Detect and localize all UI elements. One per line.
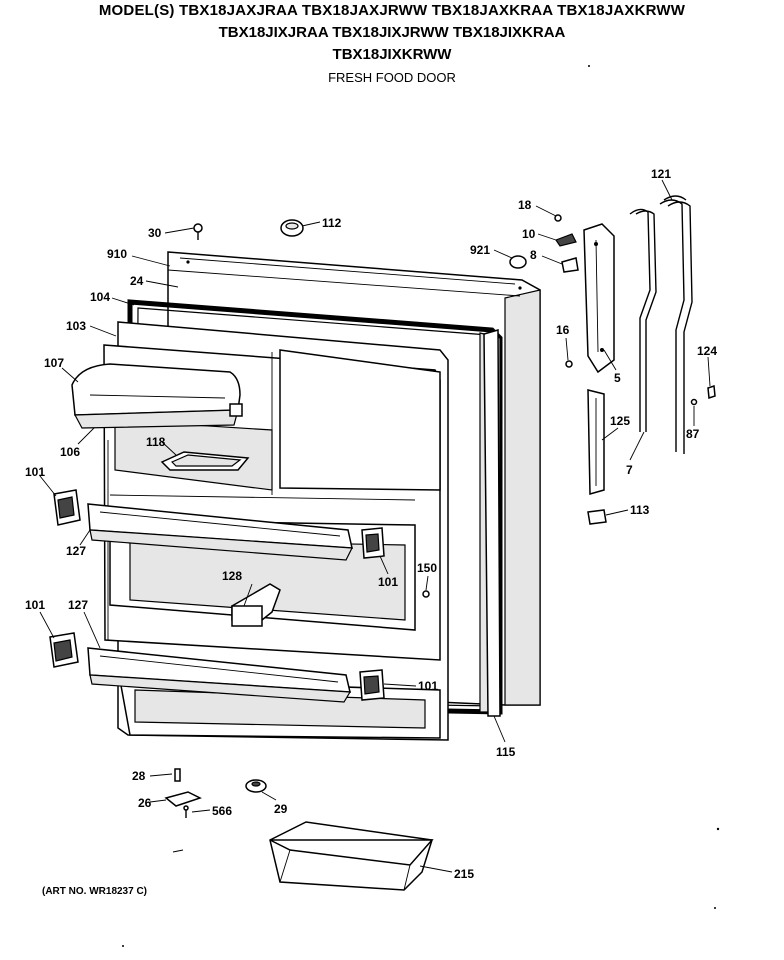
callout-127-lower: 127 [68, 598, 88, 612]
callout-124: 124 [697, 344, 717, 358]
callout-101-right-upper: 101 [378, 575, 398, 589]
callout-87: 87 [686, 427, 700, 441]
handle-rail-121 [659, 195, 693, 454]
shelf-end-cap-left-lower [49, 632, 79, 668]
screw-30 [193, 223, 203, 240]
callout-labels: 30 112 910 24 104 103 107 106 118 101 12… [25, 167, 717, 881]
callout-566: 566 [212, 804, 232, 818]
handle-rail-7 [629, 208, 657, 432]
callout-29: 29 [274, 802, 288, 816]
callout-118: 118 [146, 435, 166, 449]
callout-16: 16 [556, 323, 570, 337]
callout-26: 26 [138, 796, 152, 810]
art-number: (ART NO. WR18237 C) [42, 886, 148, 897]
model-list-line-1: MODEL(S) TBX18JAXJRAA TBX18JAXJRWW TBX18… [98, 2, 686, 19]
callout-115: 115 [496, 745, 516, 759]
callout-106: 106 [60, 445, 80, 459]
callout-113: 113 [630, 503, 650, 517]
callout-921: 921 [470, 243, 490, 257]
callout-103: 103 [66, 319, 86, 333]
hinge-bracket-5 [583, 223, 615, 374]
callout-7: 7 [626, 463, 633, 477]
cap-113 [587, 509, 607, 525]
clip-10 [555, 233, 577, 247]
door-bin-215 [269, 821, 434, 891]
bushing-29 [245, 779, 267, 793]
callout-18: 18 [518, 198, 532, 212]
callout-30: 30 [148, 226, 162, 240]
model-list-line-2: TBX18JIXJRAA TBX18JIXJRWW TBX18JIXKRAA [218, 24, 566, 41]
callout-24: 24 [130, 274, 144, 288]
callout-128: 128 [222, 569, 242, 583]
shelf-end-cap-right-lower [359, 669, 385, 701]
diagram-subtitle: FRESH FOOD DOOR [328, 70, 456, 85]
model-list-line-3: TBX18JIXKRWW [332, 46, 452, 63]
callout-101-right-lower: 101 [418, 679, 438, 693]
screw-87 [690, 398, 698, 406]
callout-5: 5 [614, 371, 621, 385]
shelf-end-cap-left-upper [53, 489, 81, 526]
callout-121: 121 [651, 167, 671, 181]
lower-door-shelf [87, 647, 352, 703]
hinge-plate-26 [164, 791, 202, 807]
pin-28 [174, 768, 181, 782]
callout-104: 104 [90, 290, 110, 304]
callout-101-left-upper: 101 [25, 465, 45, 479]
cap-921 [509, 255, 527, 269]
callout-10: 10 [522, 227, 536, 241]
leader-lines [39, 179, 711, 873]
callout-112: 112 [322, 216, 342, 230]
screw-150 [422, 590, 430, 598]
endcap-124 [707, 384, 716, 400]
stop-8 [561, 257, 579, 273]
butter-tray [160, 451, 250, 471]
door-stop-strip [483, 329, 501, 717]
callout-910: 910 [107, 247, 127, 261]
plug-112 [280, 219, 304, 237]
callout-215: 215 [454, 867, 474, 881]
screw-16 [565, 360, 573, 368]
callout-107: 107 [44, 356, 64, 370]
trim-125 [587, 389, 605, 495]
upper-door-shelf [87, 503, 353, 561]
callout-28: 28 [132, 769, 146, 783]
shelf-end-cap-right-upper [361, 527, 385, 559]
callout-150: 150 [417, 561, 437, 575]
callout-101-left-lower: 101 [25, 598, 45, 612]
callout-8: 8 [530, 248, 537, 262]
callout-127-upper: 127 [66, 544, 86, 558]
callout-125: 125 [610, 414, 630, 428]
dairy-compartment-door [71, 363, 243, 429]
screw-566 [183, 805, 189, 818]
screw-18 [554, 214, 562, 222]
shelf-bracket [231, 583, 281, 627]
